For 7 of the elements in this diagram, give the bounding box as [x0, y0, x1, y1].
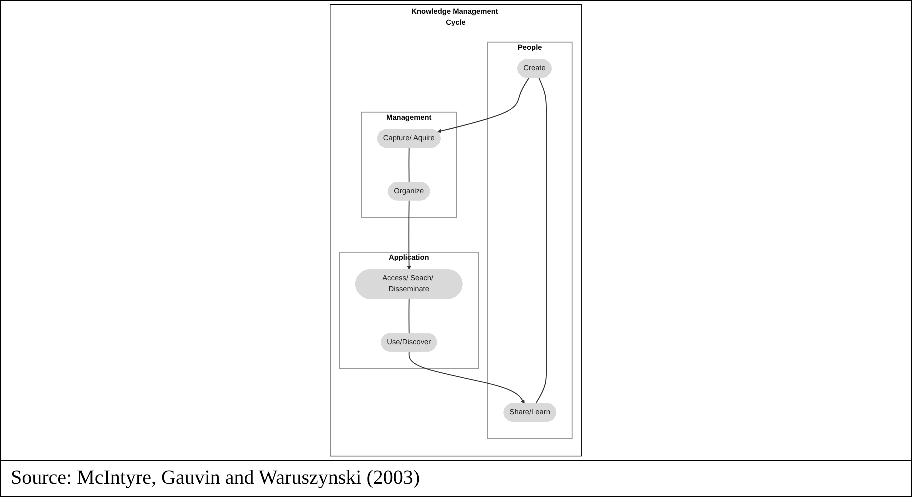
connector [536, 78, 548, 404]
connector [408, 148, 410, 184]
source-caption: Source: McIntyre, Gauvin and Waruszynski (2003) [1, 460, 911, 496]
arrow [407, 200, 412, 270]
arrow [437, 78, 530, 134]
arrow [408, 351, 525, 404]
connector [408, 298, 410, 334]
